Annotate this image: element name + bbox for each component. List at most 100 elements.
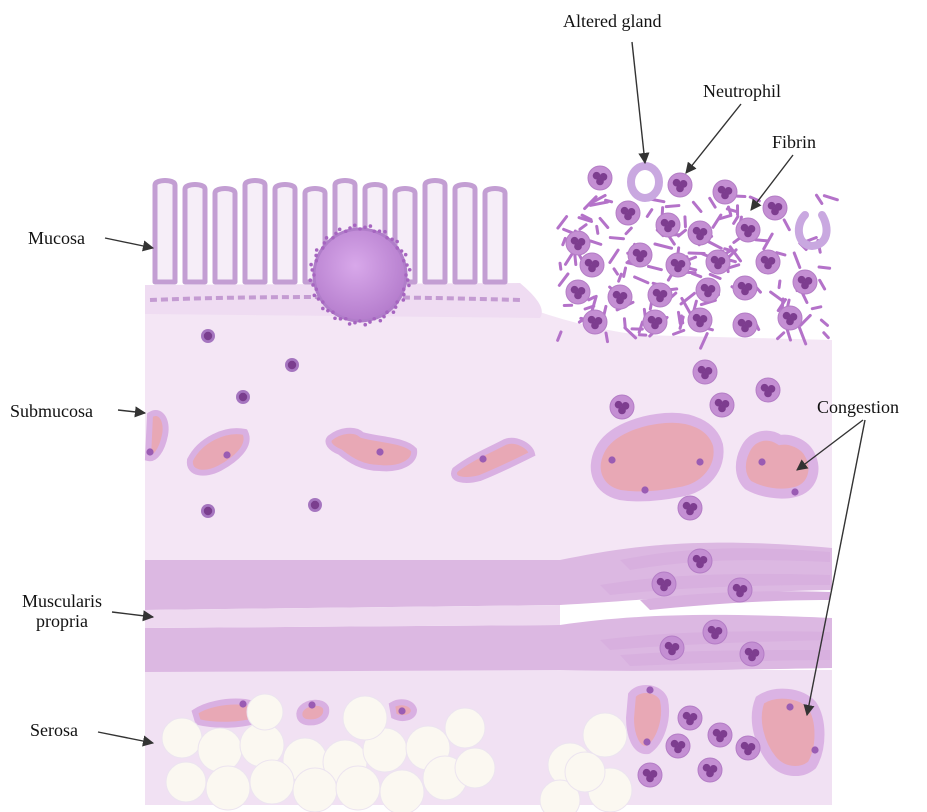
neutrophil-lobe bbox=[674, 265, 682, 273]
fibrin-strand bbox=[812, 307, 821, 309]
fibrin-strand bbox=[756, 240, 768, 241]
neutrophil-lobe bbox=[718, 405, 726, 413]
lesion-granule bbox=[379, 319, 383, 323]
lesion-granule bbox=[378, 229, 382, 233]
fibrin-strand bbox=[563, 238, 565, 244]
label-serosa: Serosa bbox=[30, 720, 78, 740]
neutrophil bbox=[666, 734, 690, 758]
lesion-granule bbox=[392, 310, 396, 314]
lesion-granule bbox=[338, 228, 342, 232]
adipocyte bbox=[583, 713, 627, 757]
fibrin-strand bbox=[816, 195, 821, 203]
fibrin-strand bbox=[794, 253, 800, 267]
neutrophil bbox=[638, 763, 662, 787]
adipocyte bbox=[445, 708, 485, 748]
endothelial-nucleus bbox=[643, 738, 650, 745]
adipocyte bbox=[336, 766, 380, 810]
lesion-granule bbox=[395, 246, 399, 250]
gland bbox=[245, 181, 265, 283]
neutrophil bbox=[688, 308, 712, 332]
lesion-granule bbox=[358, 319, 362, 323]
mucosa-leader bbox=[105, 238, 153, 248]
fibrin-strand bbox=[647, 210, 652, 217]
muscularis-layer bbox=[145, 543, 832, 672]
lesion-granule bbox=[369, 224, 373, 228]
lesion-granule bbox=[309, 263, 313, 267]
fibrin-strand bbox=[778, 333, 784, 339]
neutrophil-lobe bbox=[741, 288, 749, 296]
neutrophil-lobe bbox=[588, 265, 596, 273]
endothelial-nucleus bbox=[791, 488, 798, 495]
lesion-granule bbox=[402, 287, 406, 291]
neutrophil bbox=[566, 280, 590, 304]
fibrin-strand bbox=[589, 297, 595, 300]
lymphocyte-nucleus bbox=[204, 507, 212, 515]
neutrophil bbox=[736, 218, 760, 242]
neutrophil bbox=[728, 578, 752, 602]
neutrophil bbox=[703, 620, 727, 644]
fibrin-strand bbox=[821, 320, 827, 325]
neutrophil-lobe bbox=[674, 746, 682, 754]
fibrin-strand bbox=[590, 241, 600, 244]
neutrophil-lobe bbox=[686, 718, 694, 726]
neutrophil bbox=[713, 180, 737, 204]
endothelial-nucleus bbox=[239, 700, 246, 707]
lesion-granule bbox=[390, 238, 394, 242]
lesion-granule bbox=[325, 236, 329, 240]
label-congestion: Congestion bbox=[817, 397, 899, 417]
fibrin-strand bbox=[784, 220, 789, 230]
neutrophil-lobe bbox=[616, 297, 624, 305]
lesion-granule bbox=[385, 310, 389, 314]
label-neutrophil: Neutrophil bbox=[703, 81, 781, 101]
lymphocyte-nucleus bbox=[204, 332, 212, 340]
neutrophil bbox=[652, 572, 676, 596]
adipocyte bbox=[565, 752, 605, 792]
neutrophil bbox=[696, 278, 720, 302]
fibrin-strand bbox=[649, 266, 662, 269]
fibrin-strand bbox=[820, 280, 825, 289]
neutrophil-lobe bbox=[741, 325, 749, 333]
adipocyte bbox=[247, 694, 283, 730]
fibrin-strand bbox=[685, 217, 686, 227]
adipocyte bbox=[206, 766, 250, 810]
serosa-leader bbox=[98, 732, 153, 743]
fibrin-strand bbox=[710, 274, 720, 278]
lesion-granule bbox=[308, 278, 312, 282]
lesion-granule bbox=[372, 229, 376, 233]
neutrophil-lobe bbox=[748, 654, 756, 662]
neutrophil bbox=[566, 231, 590, 255]
lesion-granule bbox=[314, 259, 318, 263]
lesion-granule bbox=[315, 248, 319, 252]
lesion-granule bbox=[400, 249, 404, 253]
neutrophil bbox=[580, 253, 604, 277]
gland bbox=[485, 189, 505, 283]
neutrophil-lobe bbox=[636, 255, 644, 263]
neutrophil bbox=[733, 276, 757, 300]
neutrophil-lobe bbox=[711, 632, 719, 640]
adipocyte bbox=[198, 728, 242, 772]
fibrin-strand bbox=[639, 322, 642, 332]
neutrophil bbox=[693, 360, 717, 384]
neutrophil bbox=[648, 283, 672, 307]
lymphocyte-nucleus bbox=[288, 361, 296, 369]
neutrophil bbox=[666, 253, 690, 277]
neutrophil-lobe bbox=[656, 295, 664, 303]
neutrophil-lobe bbox=[764, 262, 772, 270]
neutrophil bbox=[763, 196, 787, 220]
fibrin-strand bbox=[600, 218, 608, 227]
neutrophil-lobe bbox=[771, 208, 779, 216]
neutrophil-lobe bbox=[721, 192, 729, 200]
fibrin-strand bbox=[626, 228, 631, 233]
fibrin-strand bbox=[824, 333, 829, 338]
endothelial-nucleus bbox=[479, 455, 486, 462]
neutrophil-lobe bbox=[596, 178, 604, 186]
lesion-granule bbox=[321, 300, 325, 304]
adipocyte bbox=[250, 760, 294, 804]
neutrophil bbox=[616, 201, 640, 225]
fibrin-strand bbox=[624, 319, 625, 328]
endothelial-nucleus bbox=[398, 707, 405, 714]
neutrophil-lobe bbox=[786, 318, 794, 326]
neutrophil bbox=[583, 310, 607, 334]
fibrin-strand bbox=[560, 263, 561, 269]
neutrophil-lobe bbox=[706, 770, 714, 778]
